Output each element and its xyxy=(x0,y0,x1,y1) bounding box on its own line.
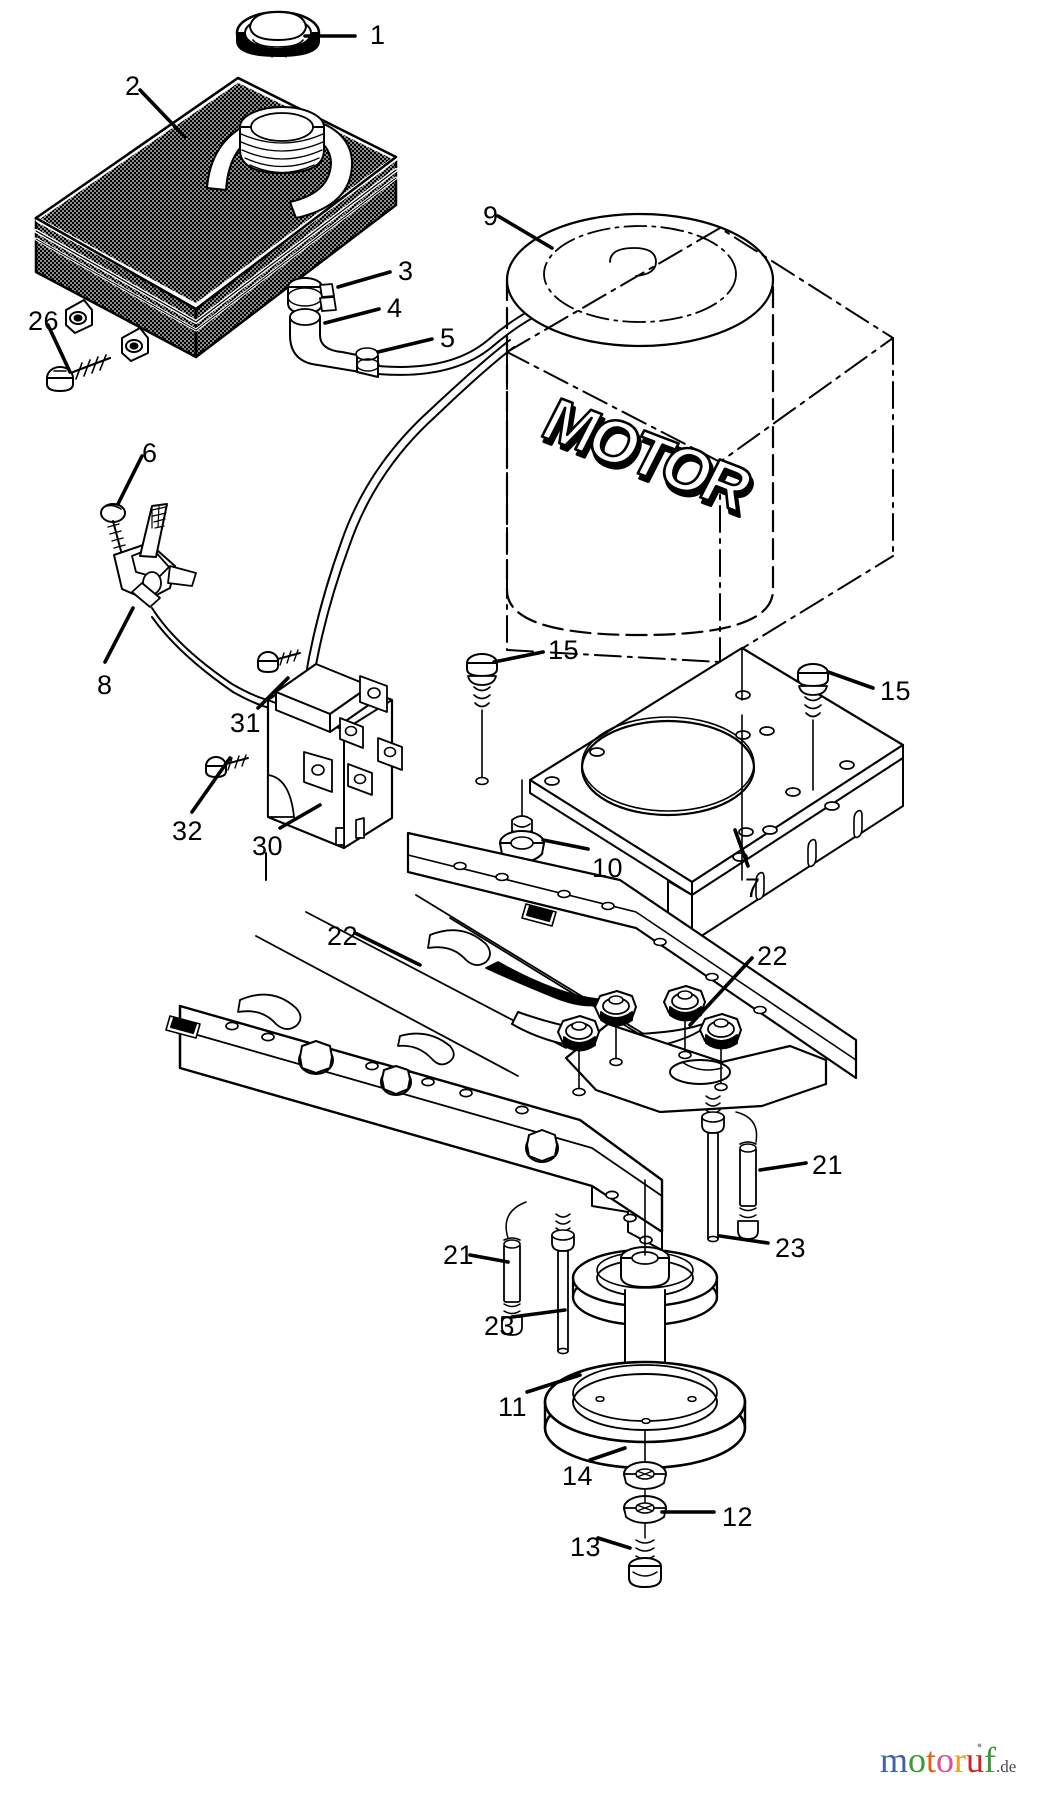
leader-line-9 xyxy=(496,214,554,250)
part-muffler-shield xyxy=(205,649,403,881)
part-lower-pulley xyxy=(543,1360,747,1470)
watermark-letter-2: t xyxy=(926,1740,937,1780)
leader-line-8 xyxy=(103,606,135,664)
callout-number-5: 5 xyxy=(440,323,456,353)
watermark-letter-5: u xyxy=(966,1740,985,1780)
svg-text:MOTOR: MOTOR xyxy=(532,386,763,524)
part-throttle-control xyxy=(100,339,515,712)
callout-number-30: 30 xyxy=(252,831,284,861)
callout-number-12: 12 xyxy=(722,1502,754,1532)
leader-line-6 xyxy=(116,454,144,506)
watermark-letter-3: o xyxy=(936,1740,955,1780)
callout-number-4: 4 xyxy=(387,293,403,323)
part-plate-screw-left xyxy=(466,653,498,786)
leader-line-14 xyxy=(588,1446,627,1462)
callout-number-22b: 22 xyxy=(757,941,789,971)
leader-line-15b xyxy=(826,670,875,690)
callout-number-22: 22 xyxy=(327,921,359,951)
part-frame-rails xyxy=(165,831,858,1251)
part-bolt-13 xyxy=(628,1523,662,1588)
part-fuel-hose-assembly xyxy=(287,277,564,378)
part-engine: MOTOR MOTOR xyxy=(505,212,894,663)
leader-line-10 xyxy=(541,838,590,851)
callout-number-23: 23 xyxy=(775,1233,807,1263)
callout-number-1: 1 xyxy=(370,20,386,50)
callout-number-13: 13 xyxy=(570,1532,602,1562)
part-spacer-left xyxy=(501,1201,527,1336)
callout-number-7: 7 xyxy=(745,873,761,903)
watermark-suffix: .de xyxy=(996,1757,1017,1776)
callout-number-11: 11 xyxy=(498,1392,528,1422)
leader-line-30 xyxy=(278,803,322,830)
callout-leader-lines xyxy=(46,34,875,1550)
part-threaded-rod-right xyxy=(701,1095,725,1243)
callout-number-21b: 21 xyxy=(443,1240,475,1270)
callout-number-9: 9 xyxy=(483,201,499,231)
leader-line-2 xyxy=(138,88,187,139)
watermark-letter-1: o xyxy=(908,1740,927,1780)
callout-number-14: 14 xyxy=(562,1461,594,1491)
callout-number-6: 6 xyxy=(142,438,158,468)
leader-line-21 xyxy=(758,1161,808,1172)
part-belt-keeper-plate xyxy=(557,985,828,1114)
engine-brand-text: MOTOR MOTOR xyxy=(530,385,766,531)
part-fuel-cap xyxy=(235,10,321,58)
part-washer-14 xyxy=(623,1461,667,1490)
part-tank-screw xyxy=(46,354,112,392)
part-threaded-rod-left xyxy=(551,1213,575,1355)
part-spacer-right xyxy=(735,1111,759,1240)
watermark-letter-0: m xyxy=(880,1740,909,1780)
leader-line-4 xyxy=(323,307,381,325)
part-mount-bolt-10 xyxy=(499,779,545,863)
leader-line-5 xyxy=(376,337,434,354)
leader-line-23 xyxy=(718,1234,770,1245)
leader-line-11 xyxy=(525,1373,582,1394)
watermark-letter-4: r xyxy=(954,1740,967,1780)
callout-number-15: 15 xyxy=(548,635,580,665)
leader-line-13 xyxy=(596,1536,632,1550)
motoruf-watermark: motoruf.de • xyxy=(880,1738,1017,1780)
leader-line-31 xyxy=(256,676,290,710)
callout-number-8: 8 xyxy=(97,670,113,700)
callout-number-21: 21 xyxy=(812,1150,844,1180)
leader-line-7 xyxy=(733,828,750,868)
callout-number-23b: 23 xyxy=(484,1311,516,1341)
part-plate-screw-right xyxy=(797,663,829,791)
leader-line-15 xyxy=(492,650,545,664)
part-washer-12 xyxy=(623,1489,667,1524)
callout-number-32: 32 xyxy=(172,816,204,846)
callout-number-2: 2 xyxy=(125,71,141,101)
watermark-dot-icon: • xyxy=(976,1738,983,1755)
leader-line-22 xyxy=(353,931,422,967)
callout-number-3: 3 xyxy=(398,256,414,286)
leader-line-3 xyxy=(336,270,392,289)
leader-line-26 xyxy=(46,323,72,374)
callout-number-10: 10 xyxy=(592,853,624,883)
callout-number-31: 31 xyxy=(230,708,262,738)
leader-line-23b xyxy=(510,1308,567,1319)
leader-line-22b xyxy=(688,956,754,1027)
callout-number-26: 26 xyxy=(28,306,60,336)
callout-number-15b: 15 xyxy=(880,676,912,706)
watermark-letter-6: f xyxy=(984,1740,997,1780)
part-fuel-tank xyxy=(34,76,399,362)
leader-line-21b xyxy=(468,1253,510,1264)
leader-line-32 xyxy=(190,756,232,814)
